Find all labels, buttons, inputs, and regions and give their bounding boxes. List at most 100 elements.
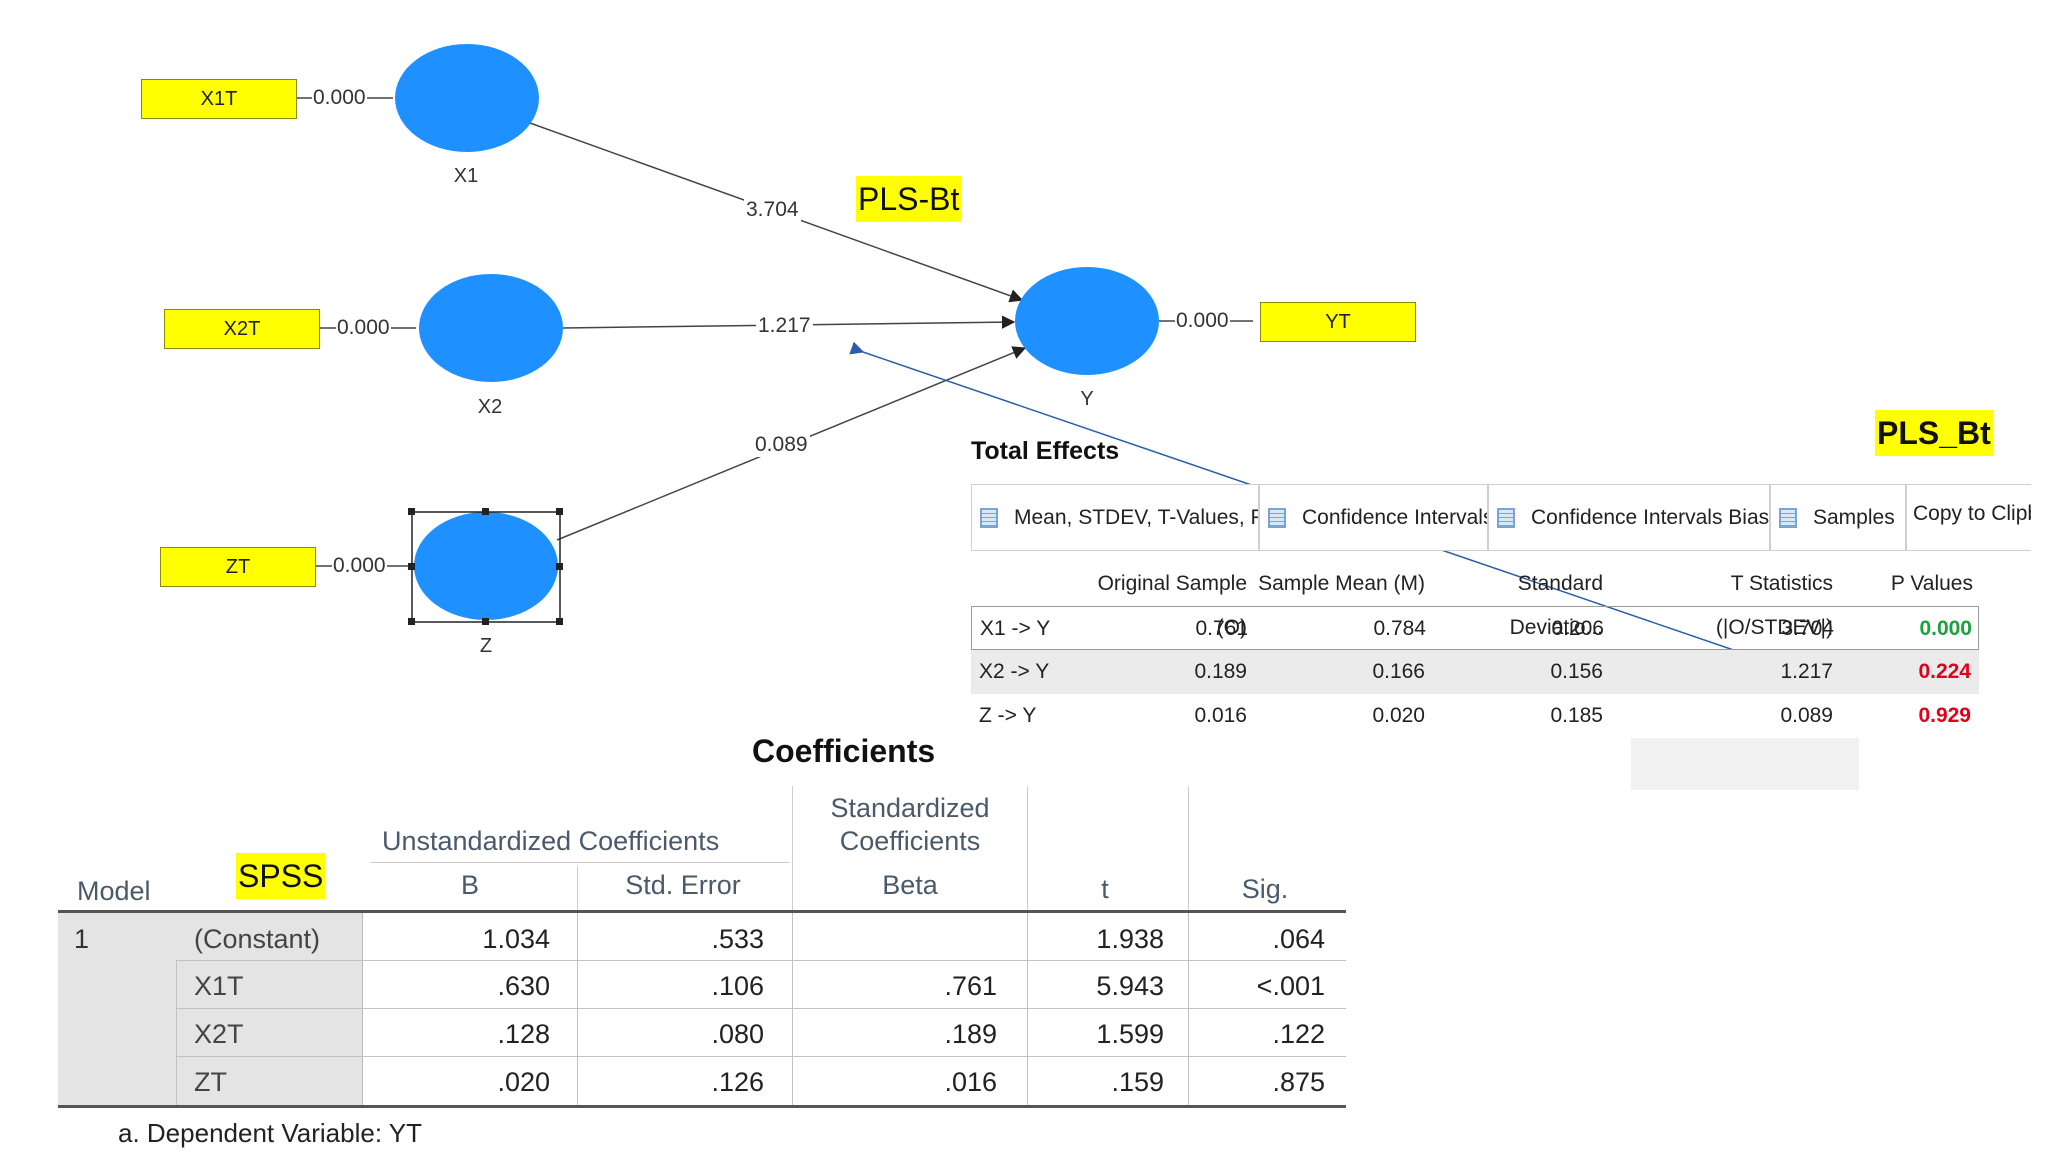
cell-beta: .189 — [944, 1019, 997, 1049]
construct-x1 — [395, 44, 539, 152]
row-label: X2 -> Y — [979, 660, 1050, 683]
tab-confidence-intervals[interactable]: Confidence Intervals — [1259, 484, 1488, 550]
col-stdev[interactable]: Standard Deviatio... — [1509, 572, 1603, 639]
total-effects-panel: Mean, STDEV, T-Values, P-... Confidence … — [971, 484, 2031, 790]
std-header-line2: Coefficients — [839, 826, 981, 856]
row-label: Z -> Y — [979, 704, 1037, 727]
table-row[interactable]: X1 -> Y 0.761 0.784 0.206 3.704 0.000 — [971, 606, 1979, 650]
construct-y — [1015, 267, 1159, 375]
tab-label: Confidence Intervals — [1302, 506, 1488, 529]
indicator-yt[interactable]: YT — [1260, 302, 1416, 342]
col-t-statistics[interactable]: T Statistics (|O/STDEV|) — [1715, 572, 1833, 639]
col-p-values[interactable]: P Values — [1890, 572, 1973, 595]
construct-x2 — [419, 274, 563, 382]
cell-stdev: 0.206 — [1551, 617, 1604, 640]
std-header-line1: Standardized — [830, 793, 990, 823]
table-icon — [1268, 508, 1286, 529]
cell-t: 1.599 — [1096, 1019, 1164, 1049]
highlight-spss: SPSS — [236, 853, 326, 899]
model-header: Model — [77, 876, 151, 906]
cell-t: 1.217 — [1780, 660, 1833, 683]
cell-sig: .064 — [1272, 924, 1325, 954]
weight-x2t: 0.000 — [336, 316, 391, 340]
tab-confidence-intervals-bias[interactable]: Confidence Intervals Bias ... — [1488, 484, 1770, 550]
weight-zt: 0.000 — [332, 554, 387, 578]
tab-mean-stdev[interactable]: Mean, STDEV, T-Values, P-... — [971, 484, 1259, 550]
cell-b: 1.034 — [482, 924, 550, 954]
construct-label-x1: X1 — [453, 165, 479, 187]
cell-original: 0.016 — [1194, 704, 1247, 727]
cell-t: .159 — [1111, 1067, 1164, 1097]
table-icon — [1779, 508, 1797, 529]
cell-b: .020 — [497, 1067, 550, 1097]
cell-original: 0.189 — [1194, 660, 1247, 683]
cell-t: 5.943 — [1096, 971, 1164, 1001]
highlight-pls-bt: PLS-Bt — [856, 176, 962, 222]
cell-stdev: 0.185 — [1550, 704, 1603, 727]
cell-se: .080 — [711, 1019, 764, 1049]
cell-beta — [793, 915, 997, 963]
indicator-x2t[interactable]: X2T — [164, 309, 320, 349]
indicator-zt[interactable]: ZT — [160, 547, 316, 587]
col-beta: Beta — [882, 870, 938, 900]
cell-stdev: 0.156 — [1550, 660, 1603, 683]
tab-label: Samples — [1813, 506, 1895, 529]
cell-se: .106 — [711, 971, 764, 1001]
construct-label-x2: X2 — [477, 396, 503, 418]
construct-label-z: Z — [479, 635, 493, 657]
col-sample-mean[interactable]: Sample Mean (M) — [1258, 572, 1425, 595]
cell-sig: .122 — [1272, 1019, 1325, 1049]
spss-title: Coefficients — [752, 733, 936, 769]
table-icon — [1497, 508, 1515, 529]
table-row[interactable]: Z -> Y 0.016 0.020 0.185 0.089 0.929 — [971, 694, 1979, 738]
col-t: t — [1101, 874, 1109, 904]
cell-mean: 0.020 — [1372, 704, 1425, 727]
col-sig: Sig. — [1241, 874, 1289, 904]
cell-original: 0.761 — [1195, 617, 1248, 640]
cell-se: .533 — [711, 924, 764, 954]
weight-x1t: 0.000 — [312, 86, 367, 110]
cell-p-value: 0.224 — [1918, 660, 1971, 683]
construct-label-y: Y — [1080, 388, 1094, 410]
cell-p-value: 0.000 — [1919, 617, 1972, 640]
tab-samples[interactable]: Samples — [1770, 484, 1906, 550]
tab-label: Confidence Intervals Bias ... — [1531, 506, 1770, 529]
tab-label: Mean, STDEV, T-Values, P-... — [1014, 506, 1258, 529]
col-original-sample[interactable]: Original Sample (O) — [1097, 572, 1247, 639]
path-value-x1-y: 3.704 — [744, 198, 801, 222]
cell-t: 0.089 — [1780, 704, 1833, 727]
cell-p-value: 0.929 — [1918, 704, 1971, 727]
cell-b: .630 — [497, 971, 550, 1001]
table-row[interactable]: X2 -> Y 0.189 0.166 0.156 1.217 0.224 — [971, 650, 1979, 694]
cell-t: 1.938 — [1096, 924, 1164, 954]
copy-label: Copy to Clipboa — [1913, 502, 2031, 525]
model-number: 1 — [74, 924, 90, 954]
col-b: B — [460, 870, 479, 900]
cell-sig: <.001 — [1256, 971, 1325, 1001]
weight-yt: 0.000 — [1175, 309, 1230, 333]
cell-t: 3.704 — [1781, 617, 1834, 640]
table-icon — [980, 508, 998, 529]
highlight-pls-bt-panel: PLS_Bt — [1875, 410, 1993, 456]
cell-b: .128 — [497, 1019, 550, 1049]
cell-beta: .761 — [944, 971, 997, 1001]
footnote: a. Dependent Variable: YT — [118, 1118, 423, 1148]
cell-se: .126 — [711, 1067, 764, 1097]
unstd-header: Unstandardized Coefficients — [382, 826, 720, 856]
row-label: X2T — [194, 1019, 244, 1049]
empty-cell — [1631, 738, 1859, 790]
cell-mean: 0.784 — [1373, 617, 1426, 640]
cell-beta: .016 — [944, 1067, 997, 1097]
row-label: (Constant) — [194, 924, 321, 954]
row-label: X1T — [194, 971, 244, 1001]
construct-z — [414, 512, 558, 620]
copy-to-clipboard-button[interactable]: Copy to Clipboa — [1906, 484, 2031, 550]
path-value-z-y: 0.089 — [753, 433, 810, 457]
cell-mean: 0.166 — [1372, 660, 1425, 683]
row-label: ZT — [194, 1067, 227, 1097]
col-std-error: Std. Error — [625, 870, 741, 900]
indicator-x1t[interactable]: X1T — [141, 79, 297, 119]
table-header: Original Sample (O) Sample Mean (M) Stan… — [971, 562, 2011, 639]
cell-sig: .875 — [1272, 1067, 1325, 1097]
